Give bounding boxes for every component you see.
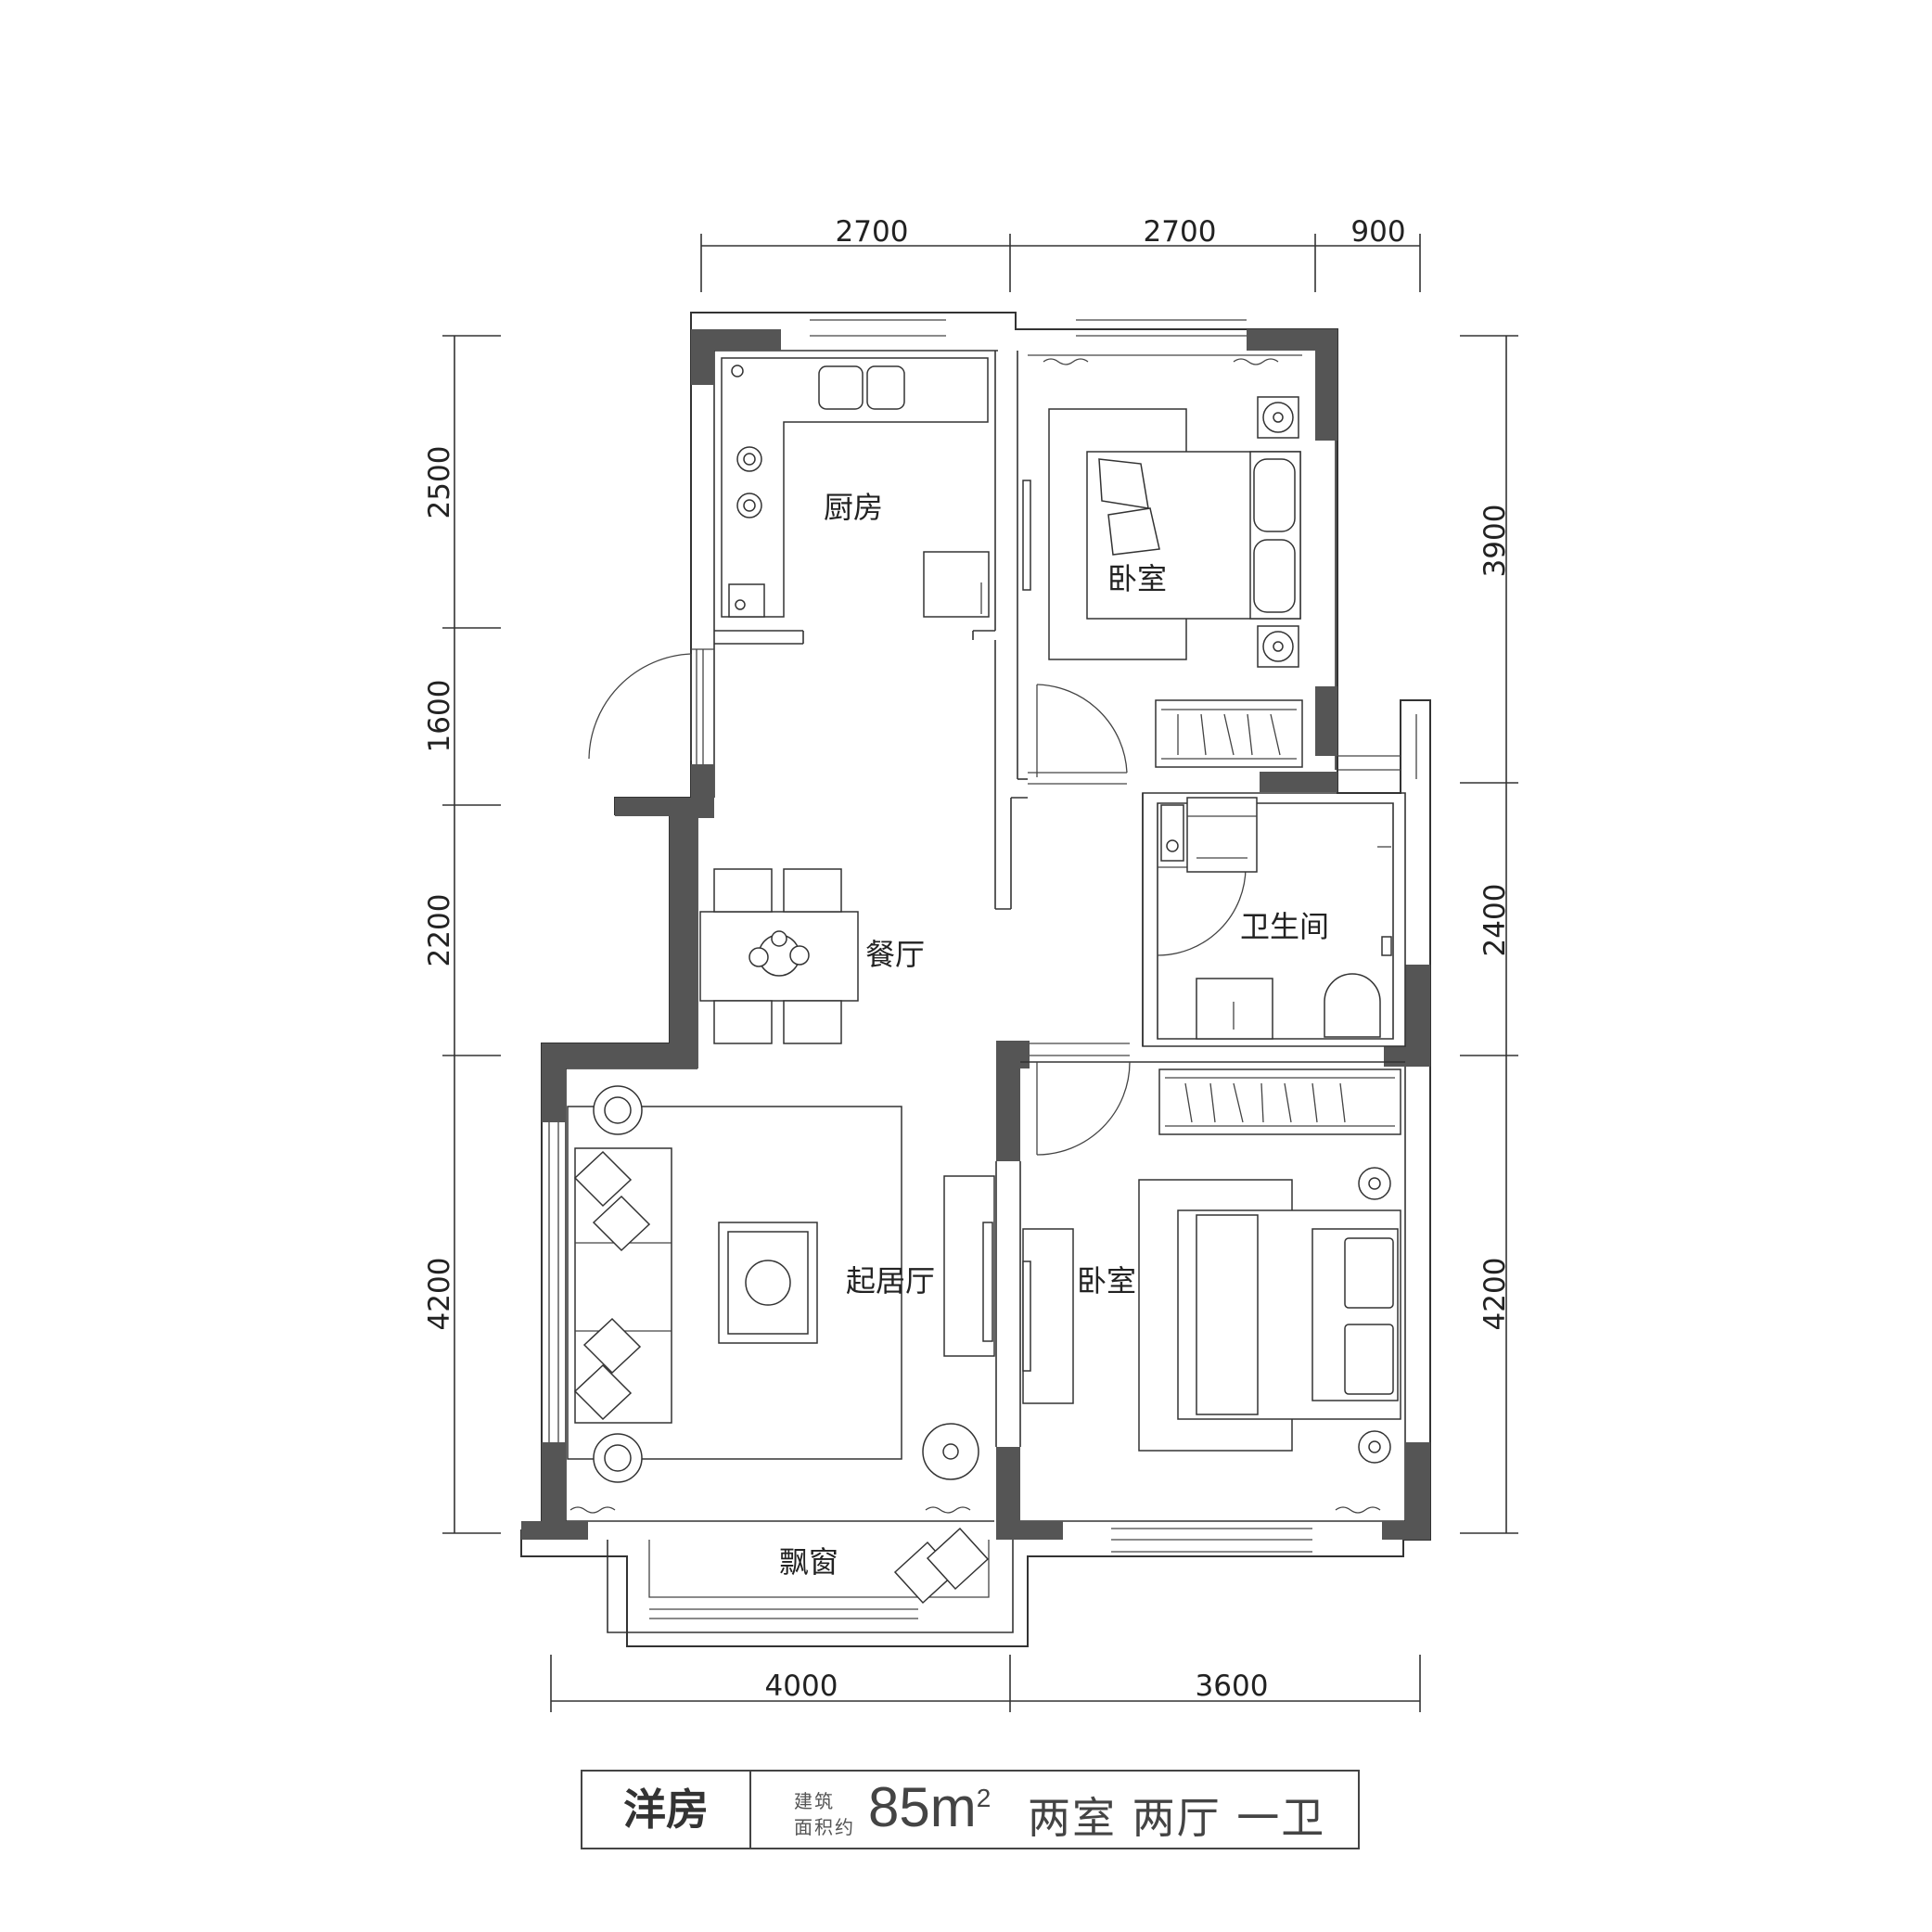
kitchen-furniture — [721, 357, 990, 618]
layout-summary: 两室 两厅 一卫 — [1028, 1793, 1326, 1843]
label-dining: 餐厅 — [865, 937, 925, 972]
dining-furniture — [699, 868, 859, 1044]
living-furniture — [567, 1085, 995, 1605]
label-bedroom-bottom: 卧室 — [1077, 1263, 1136, 1299]
room-labels: 厨房 卧室 卫生间 餐厅 起居厅 卧室 飘窗 — [779, 490, 1329, 1580]
dim-left-2: 1600 — [423, 680, 456, 753]
bathroom-furniture — [1160, 797, 1392, 1040]
label-bay-window: 飘窗 — [779, 1544, 838, 1580]
dim-left-4: 4200 — [423, 1258, 456, 1331]
dim-right-3: 4200 — [1478, 1258, 1512, 1331]
dim-bottom-1: 4000 — [765, 1670, 838, 1703]
house-type: 洋房 — [623, 1785, 709, 1835]
bedroom-bottom-furniture — [1022, 1068, 1401, 1514]
dim-top-1: 2700 — [836, 215, 909, 249]
area-label-line1: 建筑 — [794, 1790, 835, 1812]
area-value: 85m2 — [868, 1775, 991, 1839]
interior-walls — [691, 351, 1406, 1447]
area-superscript: 2 — [976, 1784, 992, 1812]
title-block: 洋房 建筑 面积约 85m2 两室 两厅 一卫 — [581, 1770, 1360, 1849]
dim-left-1: 2500 — [423, 446, 456, 519]
label-bedroom-top: 卧室 — [1107, 561, 1167, 596]
wall-columns — [521, 329, 1430, 1540]
dim-top-3: 900 — [1350, 215, 1405, 249]
area-number: 85m — [868, 1776, 977, 1838]
door-swings — [588, 653, 1247, 1156]
dimension-bottom: 4000 3600 — [550, 1655, 1421, 1712]
dim-right-2: 2400 — [1478, 884, 1512, 957]
dimension-top: 2700 2700 900 — [700, 215, 1421, 292]
label-kitchen: 厨房 — [824, 490, 883, 525]
dim-right-1: 3900 — [1478, 505, 1512, 578]
dim-left-3: 2200 — [423, 894, 456, 967]
dimension-left: 2500 1600 2200 4200 — [423, 335, 501, 1534]
bedroom-top-furniture — [1022, 354, 1303, 768]
dimension-right: 3900 2400 4200 — [1460, 335, 1518, 1534]
label-living: 起居厅 — [846, 1263, 935, 1299]
area-label-line2: 面积约 — [794, 1816, 855, 1838]
title-divider — [749, 1772, 751, 1848]
dim-top-2: 2700 — [1144, 215, 1217, 249]
dim-bottom-2: 3600 — [1196, 1670, 1269, 1703]
label-bathroom: 卫生间 — [1240, 909, 1329, 944]
